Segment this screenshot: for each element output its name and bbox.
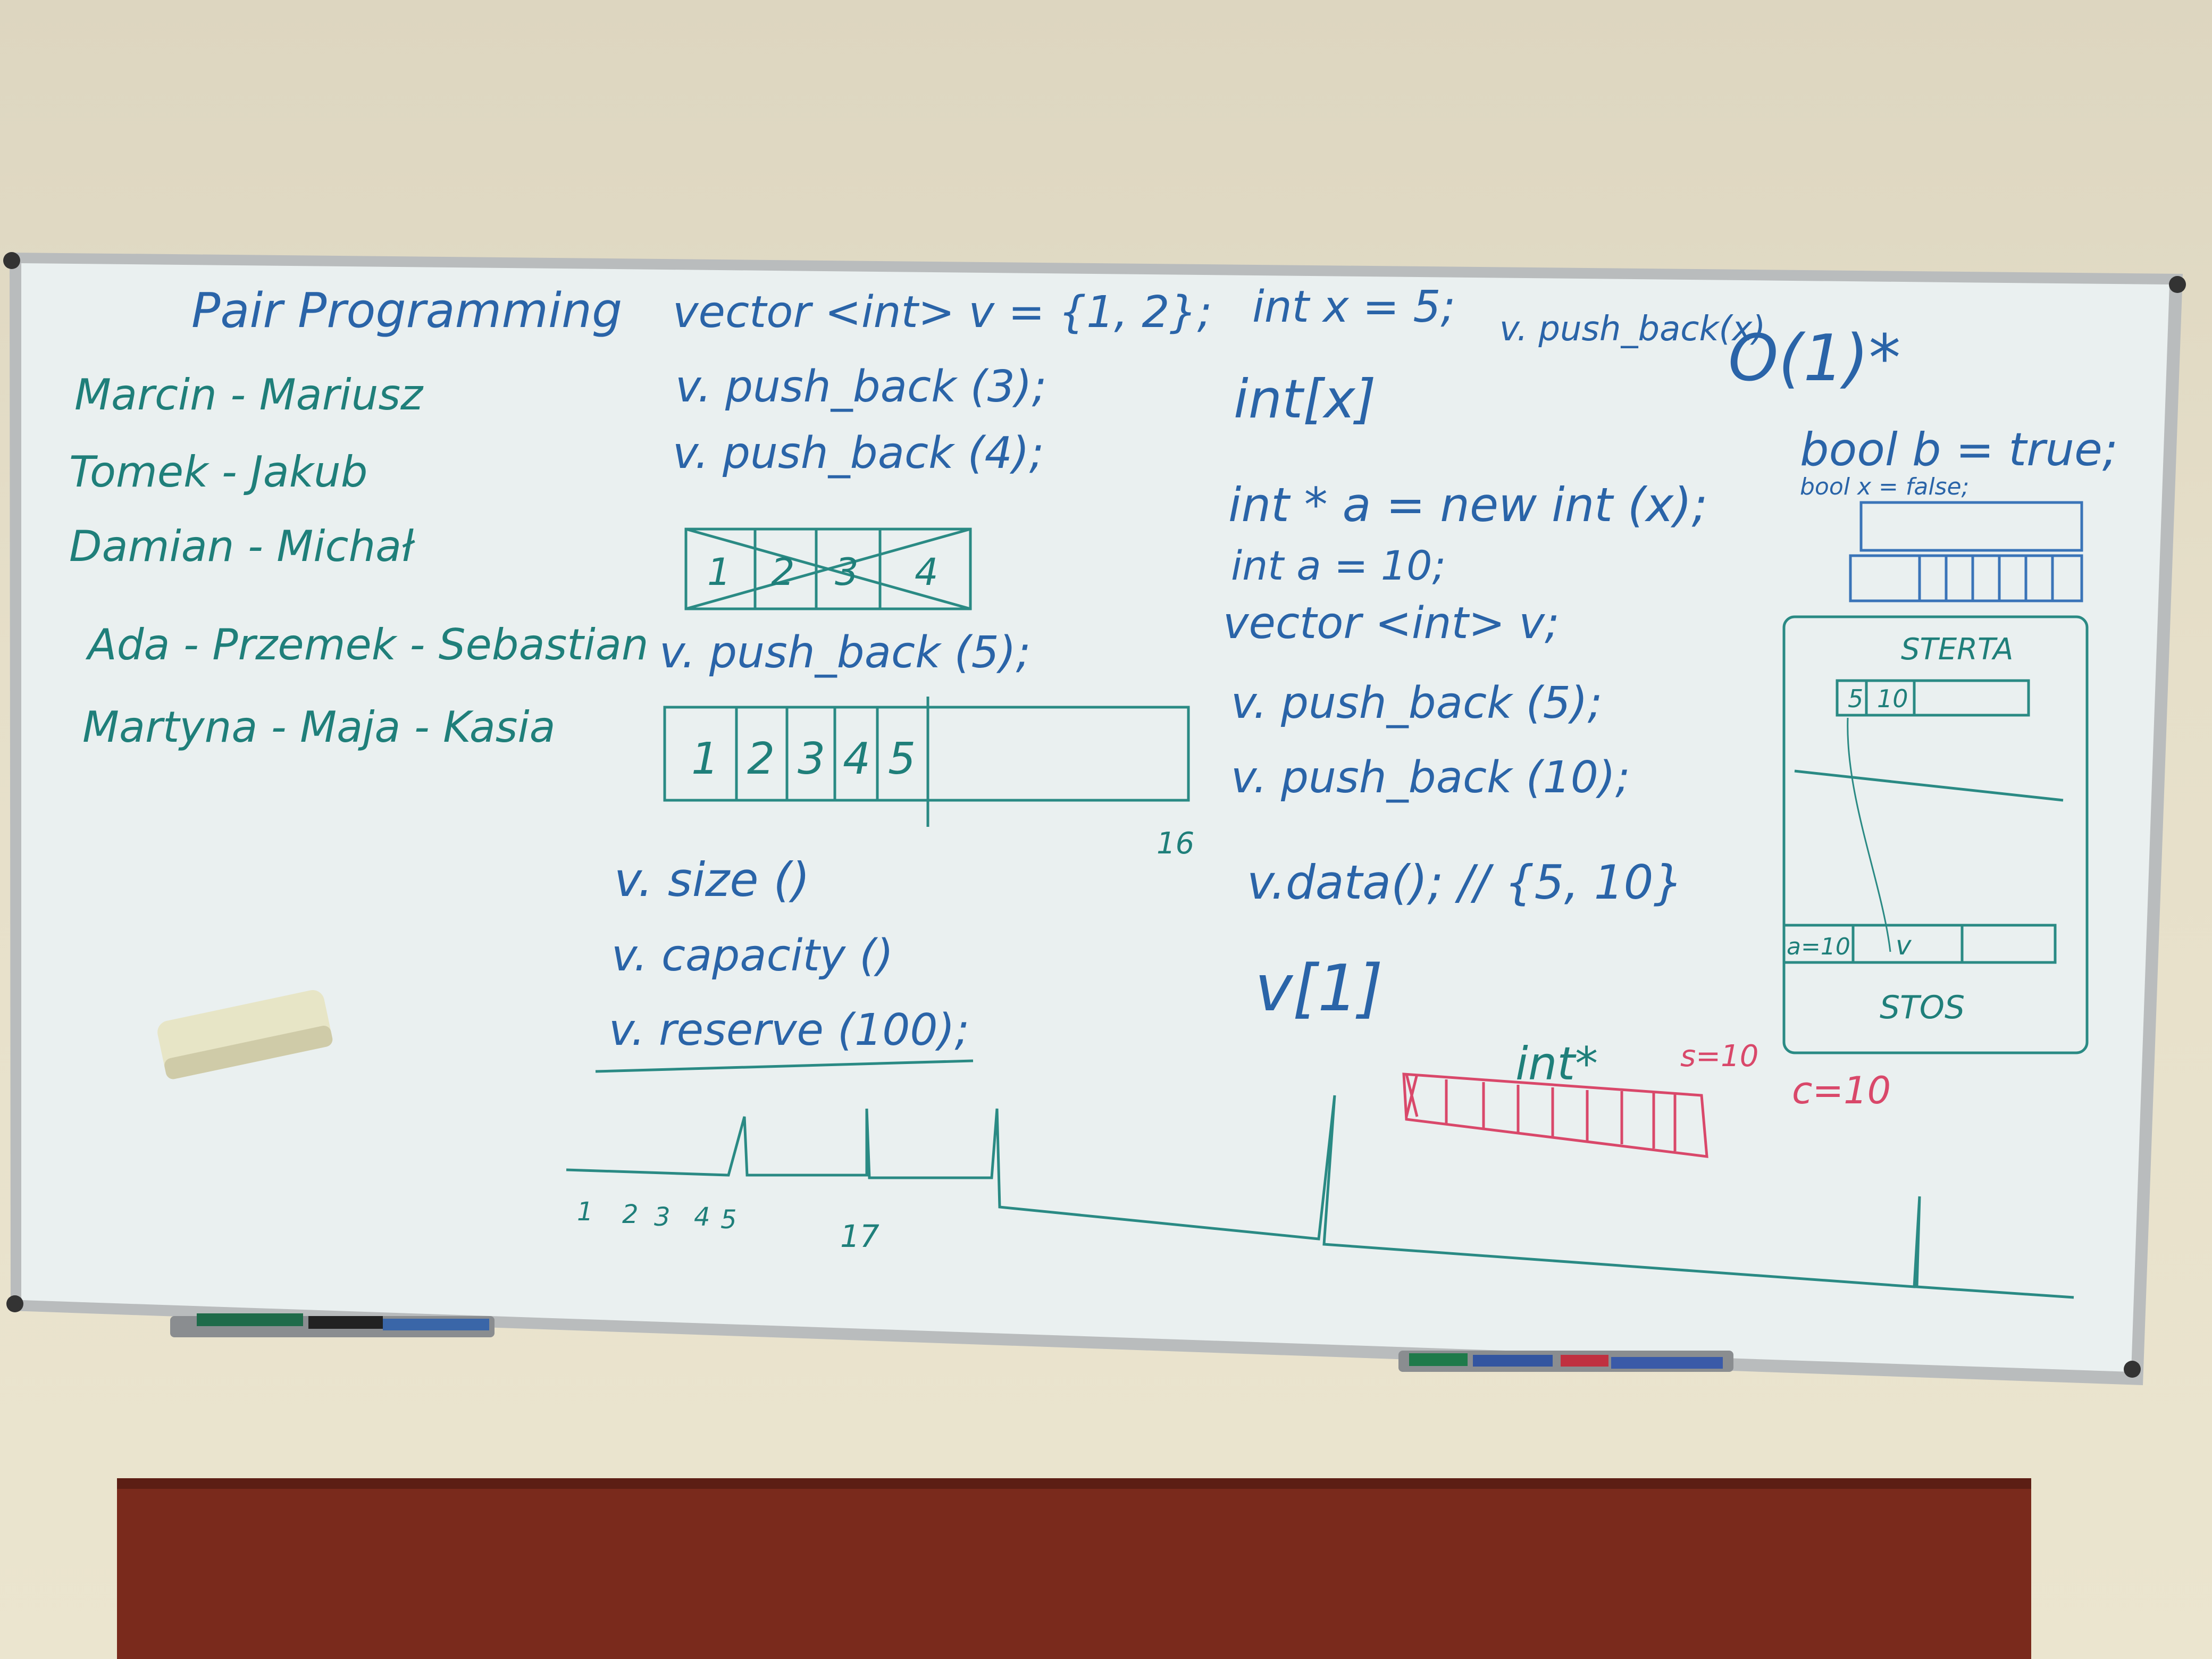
- marker-blue-3[interactable]: [1611, 1357, 1723, 1369]
- capacity-growth-graph: 1 2 3 4 5 17: [566, 1095, 2074, 1299]
- int-ptr-new: int * a = new int (x);: [1228, 477, 1707, 532]
- data-call: v.data(); // {5, 10}: [1247, 855, 1683, 910]
- graph-label-5: 5: [720, 1205, 737, 1235]
- push-back-5: v. push_back (5);: [1231, 678, 1602, 728]
- bool-box: [1859, 501, 2083, 552]
- red-heap-array: [1402, 1073, 1708, 1158]
- bool-bits-box: [1849, 554, 2083, 602]
- list-title: Pair Programming: [191, 283, 622, 339]
- array2-cell-5: 5: [888, 734, 916, 784]
- red-capacity: c=10: [1792, 1069, 1891, 1112]
- graph-label-2: 2: [622, 1200, 639, 1229]
- reserve-call: v. reserve (100);: [609, 1005, 969, 1055]
- array1-cell-3: 3: [835, 550, 859, 594]
- pointer-code-right: int x = 5; v. push_back(x) O(1)* int[x] …: [1223, 282, 1900, 1158]
- int-x: int x = 5;: [1252, 282, 1455, 332]
- red-size: s=10: [1680, 1039, 1758, 1074]
- desk-edge: [117, 1478, 2031, 1659]
- stack-cell-v: v: [1896, 930, 1912, 961]
- push-back-10: v. push_back (10);: [1231, 752, 1630, 803]
- pair-programming-list: Pair Programming Marcin - Mariusz Tomek …: [69, 283, 649, 752]
- stack-label: STOS: [1880, 989, 1965, 1026]
- push-3: v. push_back (3);: [675, 362, 1046, 412]
- graph-label-17: 17: [840, 1218, 879, 1254]
- pair-2: Tomek - Jakub: [69, 447, 368, 497]
- array1-cell-4: 4: [915, 550, 939, 594]
- vector-init: vector <int> v = {1, 2};: [673, 287, 1212, 338]
- heap-label: STERTA: [1901, 632, 2013, 667]
- array2-cell-2: 2: [747, 734, 775, 784]
- pair-3: Damian - Michał: [69, 522, 415, 571]
- frame-corner-tl: [3, 252, 20, 269]
- heap-cell-1: 5: [1848, 684, 1863, 713]
- graph-label-1: 1: [577, 1197, 593, 1227]
- int-ptr-label: int*: [1515, 1037, 1598, 1091]
- graph-label-4: 4: [694, 1202, 710, 1232]
- heap-cell-2: 10: [1877, 684, 1908, 713]
- array-1: 1 2 3 4: [684, 527, 972, 610]
- capacity-call: v. capacity (): [611, 931, 893, 981]
- stack-block: a=10 v: [1782, 924, 2057, 964]
- marker-black-1[interactable]: [308, 1316, 383, 1329]
- array1-cell-2: 2: [771, 550, 795, 594]
- frame-corner-bl: [6, 1295, 23, 1312]
- array2-end-label: 16: [1157, 826, 1194, 861]
- frame-corner-br: [2124, 1361, 2141, 1378]
- pair-5: Martyna - Maja - Kasia: [82, 702, 556, 752]
- int-array-x: int[x]: [1234, 368, 1376, 430]
- marker-blue-2[interactable]: [1473, 1355, 1553, 1367]
- pair-4: Ada - Przemek - Sebastian: [85, 620, 649, 669]
- pointer-arrow: [1847, 717, 1891, 952]
- bool-true: bool b = true;: [1800, 423, 2118, 476]
- heap-divider: [1794, 769, 2064, 802]
- memory-diagram: bool b = true; bool x = false; STERTA 5 …: [1782, 423, 2118, 1054]
- complexity: O(1)*: [1728, 322, 1900, 396]
- push-5: v. push_back (5);: [659, 627, 1030, 678]
- int-a-10: int a = 10;: [1231, 542, 1446, 589]
- whiteboard-surface: [21, 263, 2169, 1372]
- pair-1: Marcin - Mariusz: [74, 370, 424, 420]
- vector-decl: vector <int> v;: [1223, 598, 1560, 649]
- reserve-underline: [595, 1059, 974, 1073]
- marker-red-2[interactable]: [1561, 1355, 1608, 1367]
- array-2: 1 2 3 4 5 16: [663, 697, 1194, 861]
- marker-green-2[interactable]: [1409, 1353, 1468, 1366]
- size-call: v. size (): [614, 852, 810, 907]
- process-memory-box: [1782, 615, 2089, 1054]
- frame-corner-tr: [2169, 276, 2186, 293]
- stack-cell-a: a=10: [1787, 933, 1850, 960]
- heap-block: 5 10: [1836, 679, 2030, 717]
- vector-code-middle: vector <int> v = {1, 2}; v. push_back (3…: [566, 287, 2074, 1299]
- marker-green-1[interactable]: [197, 1313, 303, 1326]
- marker-blue-1[interactable]: [383, 1319, 489, 1330]
- push-back-note: v. push_back(x): [1499, 309, 1765, 349]
- array2-cell-4: 4: [843, 734, 870, 784]
- array2-cell-1: 1: [691, 734, 719, 784]
- push-4: v. push_back (4);: [673, 428, 1044, 479]
- graph-label-3: 3: [654, 1202, 671, 1232]
- array1-cell-1: 1: [707, 550, 731, 594]
- index-access: v[1]: [1255, 952, 1383, 1026]
- desk-top-edge: [117, 1478, 2031, 1489]
- eraser[interactable]: [155, 988, 334, 1080]
- bool-false: bool x = false;: [1800, 473, 1969, 500]
- array2-cell-3: 3: [798, 734, 825, 784]
